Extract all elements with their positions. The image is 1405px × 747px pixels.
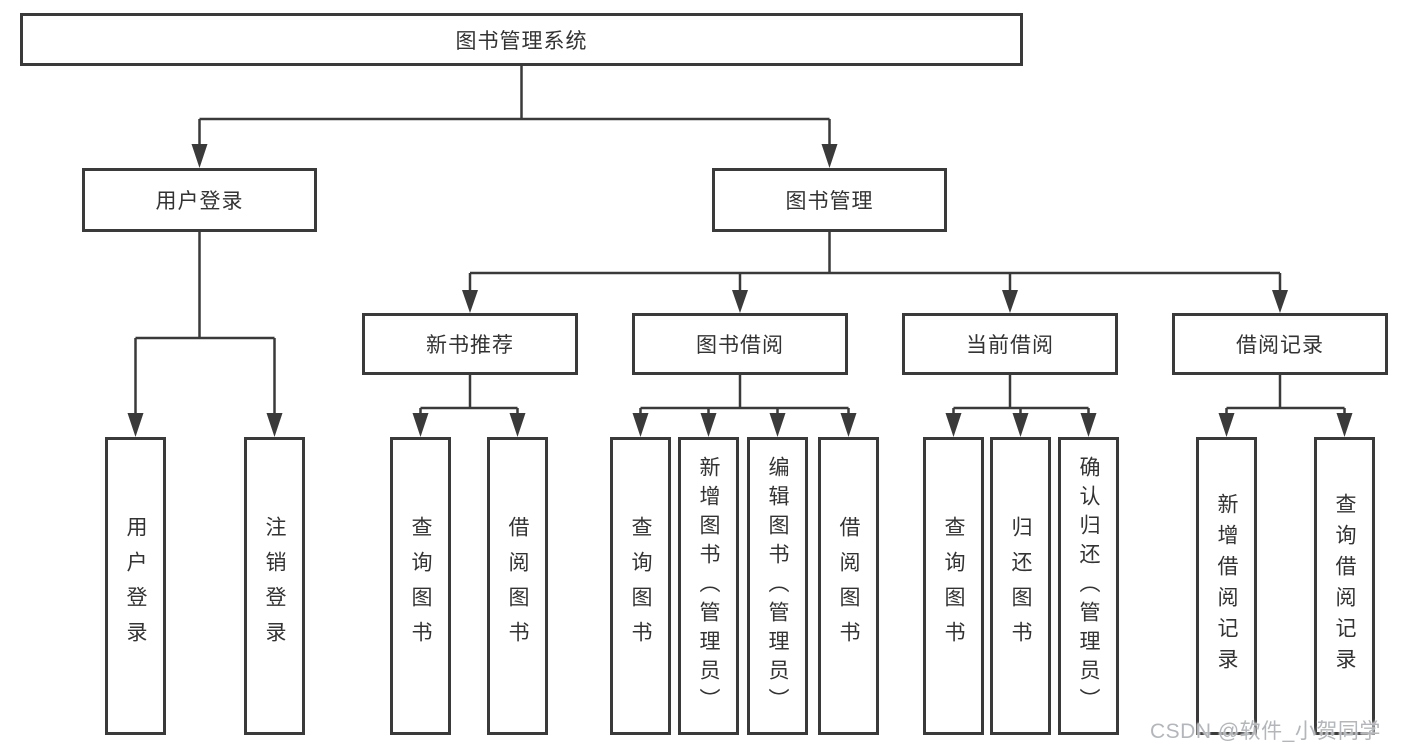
node-current-borrow-label: 当前借阅	[966, 334, 1054, 357]
node-root: 图书管理系统	[20, 13, 1023, 66]
arrowhead	[127, 413, 144, 437]
node-user-login: 用户登录	[82, 168, 317, 232]
leaf-current-confirm-return-admin: 确认归还（管理员）	[1058, 437, 1119, 735]
leaf-current-query-books-label: 查询图书	[942, 516, 965, 656]
leaf-borrow-query-books-label: 查询图书	[629, 516, 652, 656]
leaf-current-query-books: 查询图书	[923, 437, 984, 735]
arrowhead	[1012, 413, 1029, 437]
leaf-borrow-query-books: 查询图书	[610, 437, 671, 735]
node-borrow-record-label: 借阅记录	[1236, 334, 1324, 357]
arrowhead	[412, 413, 429, 437]
arrowhead	[821, 144, 838, 168]
node-current-borrow: 当前借阅	[902, 313, 1118, 375]
leaf-user-login-label: 用户登录	[124, 516, 147, 656]
leaf-newbook-query-books: 查询图书	[390, 437, 451, 735]
leaf-record-query: 查询借阅记录	[1314, 437, 1375, 735]
edge-root-split	[198, 66, 831, 146]
leaf-user-login: 用户登录	[105, 437, 166, 735]
arrowhead	[462, 290, 478, 313]
edge-currentborrow-split	[952, 373, 1090, 415]
leaf-record-add-label: 新增借阅记录	[1215, 493, 1238, 679]
edge-bookborrow-split	[639, 373, 850, 415]
leaf-current-return-books-label: 归还图书	[1009, 516, 1032, 656]
leaf-record-query-label: 查询借阅记录	[1333, 493, 1356, 679]
arrowhead	[1336, 413, 1353, 437]
leaf-logout: 注销登录	[244, 437, 305, 735]
arrowhead	[509, 413, 526, 437]
leaf-borrow-add-books-admin: 新增图书（管理员）	[678, 437, 739, 735]
leaf-borrow-add-books-admin-label: 新增图书（管理员）	[697, 455, 720, 717]
edge-userlogin-split	[134, 230, 276, 414]
node-book-borrow: 图书借阅	[632, 313, 848, 375]
leaf-newbook-borrow-books-label: 借阅图书	[506, 516, 529, 656]
tree-edges	[134, 66, 1346, 415]
leaf-newbook-query-books-label: 查询图书	[409, 516, 432, 656]
node-root-label: 图书管理系统	[455, 29, 588, 53]
node-book-borrow-label: 图书借阅	[696, 334, 784, 357]
arrowhead	[732, 290, 748, 313]
arrowhead	[1218, 413, 1235, 437]
leaf-logout-label: 注销登录	[263, 516, 286, 656]
arrowheads	[127, 144, 1353, 437]
arrowhead	[945, 413, 962, 437]
leaf-newbook-borrow-books: 借阅图书	[487, 437, 548, 735]
arrowhead	[1080, 413, 1097, 437]
arrowhead	[191, 144, 208, 168]
leaf-current-return-books: 归还图书	[990, 437, 1051, 735]
edge-borrowrecord-split	[1225, 373, 1346, 415]
leaf-borrow-edit-books-admin-label: 编辑图书（管理员）	[766, 455, 789, 717]
arrowhead	[1002, 290, 1018, 313]
node-borrow-record: 借阅记录	[1172, 313, 1388, 375]
arrowhead	[840, 413, 857, 437]
arrowhead	[266, 413, 283, 437]
node-new-book-recommend-label: 新书推荐	[426, 334, 514, 357]
node-new-book-recommend: 新书推荐	[362, 313, 578, 375]
leaf-borrow-borrow-books-label: 借阅图书	[837, 516, 860, 656]
arrowhead	[632, 413, 649, 437]
arrowhead	[1272, 290, 1288, 313]
arrowhead	[769, 413, 786, 437]
leaf-current-confirm-return-admin-label: 确认归还（管理员）	[1077, 455, 1100, 717]
leaf-borrow-borrow-books: 借阅图书	[818, 437, 879, 735]
leaf-borrow-edit-books-admin: 编辑图书（管理员）	[747, 437, 808, 735]
leaf-record-add: 新增借阅记录	[1196, 437, 1257, 735]
node-user-login-label: 用户登录	[155, 190, 244, 213]
node-book-management: 图书管理	[712, 168, 947, 232]
edge-newbook-split	[419, 373, 519, 415]
node-book-management-label: 图书管理	[785, 190, 874, 213]
arrowhead	[700, 413, 717, 437]
edge-bookmgmt-split	[468, 230, 1282, 292]
watermark: CSDN @软件_小贺同学	[1150, 720, 1381, 743]
